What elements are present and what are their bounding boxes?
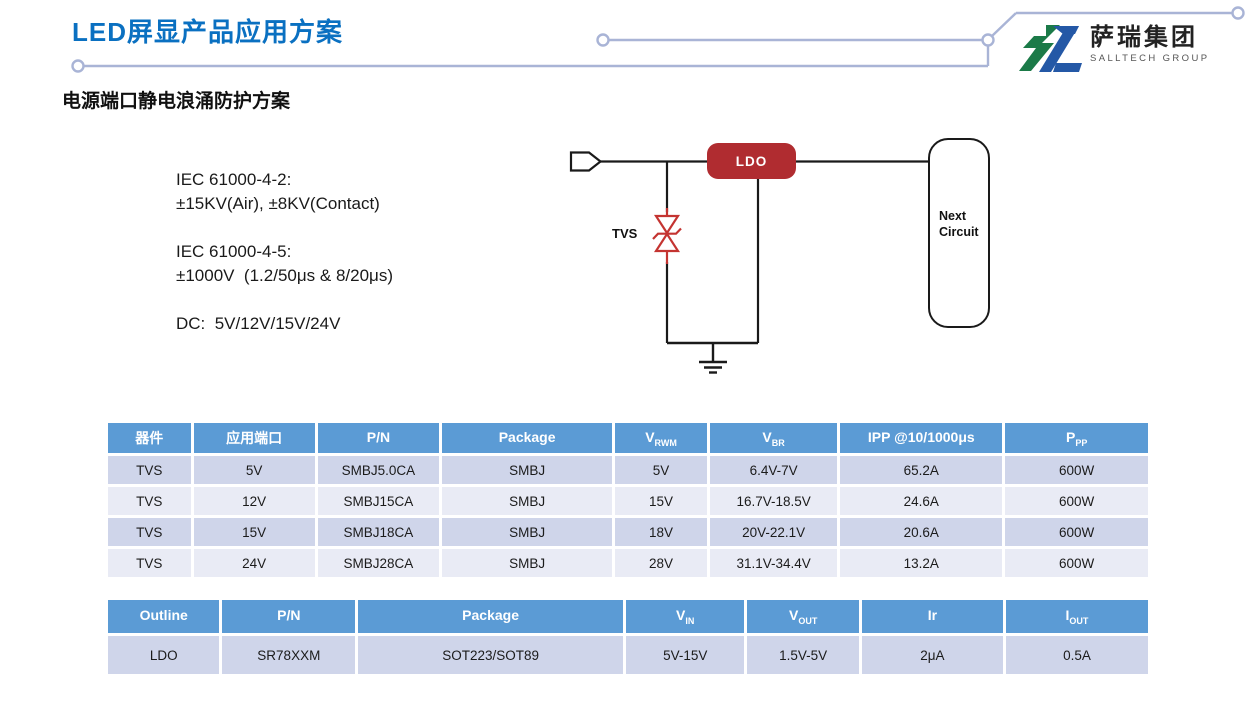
table-cell: 600W [1005,456,1148,484]
table-cell: 6.4V-7V [709,456,838,484]
table-cell: LDO [108,636,220,674]
table-row: LDO SR78XXM SOT223/SOT89 5V-15V 1.5V-5V … [108,636,1148,674]
tvs-label: TVS [612,226,638,241]
table-cell: 1.5V-5V [747,636,859,674]
logo-text: 萨瑞集团 SALLTECH GROUP [1090,20,1209,64]
column-header: VBR [709,423,838,453]
table-cell: TVS [108,518,191,546]
table-cell: SMBJ28CA [317,549,440,577]
tvs-selection-table: 器件 应用端口 P/N Package VRWM VBR IPP @10/100… [105,420,1151,580]
table-cell: 15V [615,487,707,515]
column-header: Package [358,600,623,633]
ground-icon [699,343,727,374]
ldo-block: LDO [707,143,796,179]
ldo-selection-table: Outline P/N Package VIN VOUT Ir IOUT LDO… [105,597,1151,677]
table-cell: SMBJ [442,549,613,577]
column-header: IOUT [1005,600,1148,633]
table-cell: 20.6A [840,518,1003,546]
logo-mark-icon [1019,25,1082,72]
logo-blue-diagonal [1039,26,1079,72]
ldo-block-label: LDO [735,153,768,169]
next-circuit-block: Next Circuit [928,138,990,328]
table-cell: 65.2A [840,456,1003,484]
surge-standard-label: IEC 61000-4-5: [176,242,292,261]
column-header: 器件 [108,423,191,453]
input-connector-icon [569,151,603,172]
column-header: VRWM [615,423,707,453]
table-header-row: Outline P/N Package VIN VOUT Ir IOUT [108,600,1148,633]
column-header: Package [442,423,613,453]
table-cell: 20V-22.1V [709,518,838,546]
table-cell: 5V [615,456,707,484]
table-cell: TVS [108,549,191,577]
table-cell: SMBJ15CA [317,487,440,515]
column-header: IPP @10/1000μs [840,423,1003,453]
next-circuit-label-line1: Next [939,209,967,223]
table-cell: 15V [193,518,315,546]
spec-text-block: IEC 61000-4-2: ±15KV(Air), ±8KV(Contact)… [176,168,393,360]
table-cell: SMBJ [442,518,613,546]
table-cell: 13.2A [840,549,1003,577]
esd-standard-value: ±15KV(Air), ±8KV(Contact) [176,194,380,213]
column-header: 应用端口 [193,423,315,453]
table-cell: SMBJ18CA [317,518,440,546]
surge-standard-value: ±1000V (1.2/50μs & 8/20μs) [176,266,393,285]
table-row: TVS 15V SMBJ18CA SMBJ 18V 20V-22.1V 20.6… [108,518,1148,546]
column-header: P/N [222,600,356,633]
column-header: VOUT [747,600,859,633]
logo-green-shape [1019,25,1060,71]
table-cell: 24V [193,549,315,577]
table-cell: 28V [615,549,707,577]
table-cell: 600W [1005,549,1148,577]
tvs-diode-icon [652,208,682,264]
table-cell: 2μA [861,636,1003,674]
esd-standard-label: IEC 61000-4-2: [176,170,292,189]
column-header: Outline [108,600,220,633]
table-cell: 5V [193,456,315,484]
table-cell: 31.1V-34.4V [709,549,838,577]
next-circuit-label-line2: Circuit [939,225,979,239]
table-cell: 24.6A [840,487,1003,515]
table-row: TVS 12V SMBJ15CA SMBJ 15V 16.7V-18.5V 24… [108,487,1148,515]
table-cell: TVS [108,456,191,484]
table-cell: SMBJ [442,456,613,484]
column-header: Ir [861,600,1003,633]
section-title: 电源端口静电浪涌防护方案 [62,91,291,112]
company-logo: 萨瑞集团 SALLTECH GROUP [1016,20,1209,78]
logo-name-cn: 萨瑞集团 [1090,24,1198,51]
logo-blue-foot [1053,63,1082,72]
table-cell: 12V [193,487,315,515]
column-header: PPP [1005,423,1148,453]
table-cell: 600W [1005,518,1148,546]
table-cell: 0.5A [1005,636,1148,674]
logo-name-en: SALLTECH GROUP [1090,53,1210,64]
page-title: LED屏显产品应用方案 [72,17,344,47]
table-cell: SMBJ [442,487,613,515]
table-cell: 600W [1005,487,1148,515]
table-cell: TVS [108,487,191,515]
table-cell: 18V [615,518,707,546]
column-header: P/N [317,423,440,453]
table-cell: SR78XXM [222,636,356,674]
table-cell: SMBJ5.0CA [317,456,440,484]
table-cell: 16.7V-18.5V [709,487,838,515]
table-header-row: 器件 应用端口 P/N Package VRWM VBR IPP @10/100… [108,423,1148,453]
table-cell: SOT223/SOT89 [358,636,623,674]
table-row: TVS 24V SMBJ28CA SMBJ 28V 31.1V-34.4V 13… [108,549,1148,577]
table-cell: 5V-15V [625,636,745,674]
dc-voltages-line: DC: 5V/12V/15V/24V [176,314,341,333]
column-header: VIN [625,600,745,633]
table-row: TVS 5V SMBJ5.0CA SMBJ 5V 6.4V-7V 65.2A 6… [108,456,1148,484]
decorative-trace [71,6,1245,73]
